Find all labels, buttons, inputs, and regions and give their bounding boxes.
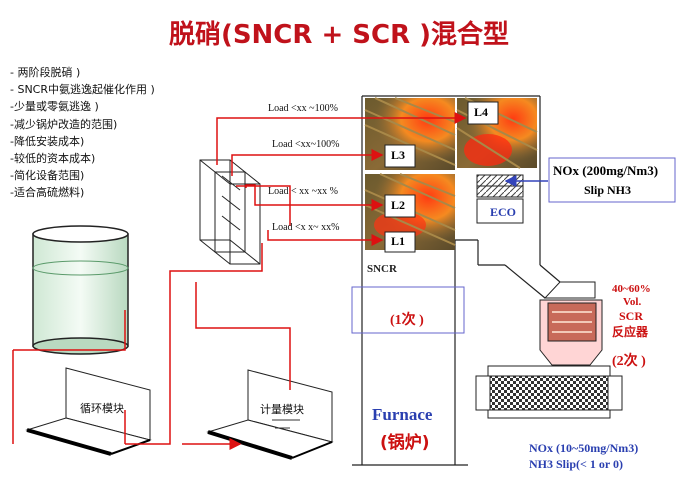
advantage-item: -降低安装成本) [10,134,85,148]
level-l3-label: L3 [391,148,406,162]
advantage-item: -少量或零氨逃逸 ) [10,100,99,114]
advantage-item: -简化设备范围) [10,169,85,183]
nox-top-text: NOx (200mg/Nm3) [553,163,659,178]
advantage-item: -减少锅炉改造的范围) [10,117,118,131]
scr-reactor [539,281,603,366]
nox-bottom-value: NOx (10~50mg/Nm3) [529,441,639,455]
nox-top-slip: Slip NH3 [584,183,632,197]
stage2-label: (2次 ) [612,354,646,369]
distribution-frame [199,159,261,265]
nox-top-value: NOx (200mg/Nm3) [553,163,658,179]
scr-unit: Vol. [623,296,642,308]
furnace-panel-upper-right [456,97,538,169]
advantages-list: - 两阶段脱硝 ) - SNCR中氨逃逸起催化作用 ) -少量或零氨逃逸 ) -… [10,64,155,202]
page-title: 脱硝(SNCR + SCR )混合型 [168,20,510,50]
level-l2-box [384,194,416,218]
reagent-tank [32,225,129,355]
advantage-item: -适合高硫燃料) [10,186,85,200]
level-l4-label: L4 [474,105,489,119]
advantage-item: - SNCR中氨逃逸起催化作用 ) [10,83,155,97]
metering-module [206,369,334,460]
level-l1-label: L1 [391,234,406,248]
level-l3-box [384,144,416,168]
circulation-module-label: 循环模块 [80,402,124,415]
furnace-label-cn: (锅炉) [380,433,430,453]
reagent-flow-lines [12,112,467,450]
nox-bottom-slip: NH3 Slip(< 1 or 0) [529,457,623,471]
advantage-item: - 两阶段脱硝 ) [10,66,81,79]
nox-note-box [548,157,676,203]
scr-name: SCR [619,309,644,323]
load-label-l1: Load <x x~ xx% [272,222,340,233]
furnace-label-en: Furnace [372,405,433,424]
stage1-zone [351,286,465,334]
air-preheater [475,365,623,419]
stage1-label: (1次 ) [390,313,424,328]
level-l2-label: L2 [391,198,406,212]
level-l4-box [467,101,499,125]
load-label-l4: Load <xx ~100% [268,103,338,114]
scr-cn: 反应器 [612,325,649,339]
load-label-l3: Load <xx~100% [272,139,340,150]
load-label-l2: Load < xx ~xx % [268,186,338,197]
circulation-module [25,367,152,456]
metering-module-label: 计量模块 [260,403,304,416]
furnace-boiler [352,95,561,466]
level-l1-box [384,231,416,253]
advantage-item: -较低的资本成本) [10,152,96,166]
eco-label: ECO [490,205,517,219]
scr-efficiency: 40~60% [612,283,651,295]
sncr-label: SNCR [367,263,397,275]
